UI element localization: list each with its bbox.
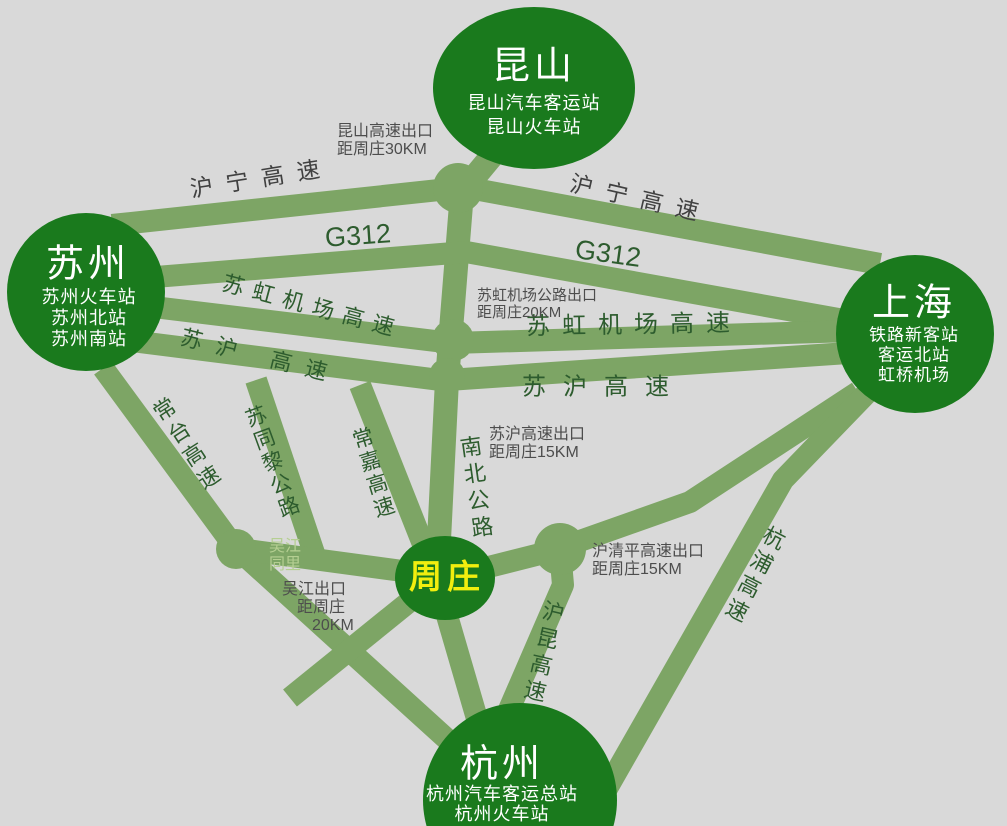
town-label-line: 同里	[269, 555, 302, 573]
road-line-suhu-west	[106, 327, 450, 392]
destination-label-zhouzhuang: 周庄	[409, 558, 485, 595]
exit-label-line: 距周庄15KM	[489, 444, 579, 462]
road-line-suhu-east	[447, 342, 849, 391]
exit-label-kunshan: 昆山高速出口 距周庄30KM	[337, 123, 433, 159]
city-circle-suzhou	[7, 213, 165, 371]
station-label: 铁路新客站	[869, 325, 959, 345]
road-label-g312-west: G312	[323, 218, 392, 253]
city-circle-hangzhou	[423, 703, 617, 826]
exit-label-line: 昆山高速出口	[337, 123, 434, 140]
road-line-huning-east	[456, 175, 882, 275]
exit-label-line: 苏虹机场公路出口	[477, 287, 598, 304]
city-label-suzhou: 苏州	[45, 243, 131, 286]
road-line-changjia	[349, 380, 441, 567]
station-label: 苏州火车站	[41, 287, 137, 307]
exit-label-wujiang: 吴江出口 距周庄 20KM	[282, 581, 354, 635]
road-line-g312	[117, 241, 857, 333]
city-label-shanghai: 上海	[871, 282, 957, 325]
junction-dot-huqingping	[534, 523, 586, 575]
exit-label-line: 吴江出口	[282, 581, 347, 598]
road-line-suhong-east	[451, 320, 853, 354]
town-label-line: 吴江	[269, 538, 302, 555]
road-line-huning-west	[110, 177, 460, 236]
station-label: 虹桥机场	[878, 365, 950, 385]
exit-label-line: 距周庄15KM	[592, 561, 682, 579]
exit-label-line: 距周庄	[297, 599, 346, 617]
station-label: 苏州北站	[51, 308, 127, 328]
exit-label-line: 20KM	[312, 617, 354, 635]
junction-dot-suhong	[432, 319, 474, 361]
road-line-hangpu	[595, 384, 876, 798]
exit-label-line: 苏沪高速出口	[489, 426, 586, 443]
destination-circle-zhouzhuang	[395, 536, 495, 620]
station-label: 客运北站	[878, 345, 950, 365]
exit-label-line: 距周庄30KM	[337, 141, 427, 159]
city-circle-kunshan	[433, 7, 635, 169]
exit-label-suhong: 苏虹机场公路出口 距周庄20KM	[477, 287, 598, 322]
station-label: 昆山汽车客运站	[467, 93, 601, 113]
road-line-huqingping	[556, 382, 865, 559]
road-line-southwest-stub	[283, 584, 427, 707]
station-label: 昆山火车站	[486, 117, 582, 137]
exit-label-line: 沪清平高速出口	[592, 543, 705, 560]
exit-label-line: 距周庄20KM	[477, 303, 562, 321]
station-label: 苏州南站	[51, 329, 127, 349]
road-label-suhu-east: 苏沪高速	[522, 373, 686, 401]
road-line-sutongli	[245, 376, 329, 569]
road-line-wujiang-zhouzhuang	[230, 537, 412, 583]
exit-label-huqingping: 沪清平高速出口 距周庄15KM	[592, 543, 704, 579]
junction-dot-suhu	[429, 358, 465, 394]
city-label-kunshan: 昆山	[491, 45, 577, 88]
junction-dot-huning	[433, 163, 483, 213]
station-label: 杭州火车站	[454, 804, 550, 824]
exit-label-suhu: 苏沪高速出口 距周庄15KM	[489, 426, 585, 462]
city-circle-shanghai	[836, 255, 994, 413]
junction-dot-wujiang	[216, 529, 256, 569]
road-line-suhong-west	[110, 291, 454, 354]
city-label-hangzhou: 杭州	[459, 743, 545, 786]
station-label: 杭州汽车客运总站	[426, 784, 578, 804]
town-label-wujiang-tongli: 吴江 同里	[269, 538, 301, 574]
